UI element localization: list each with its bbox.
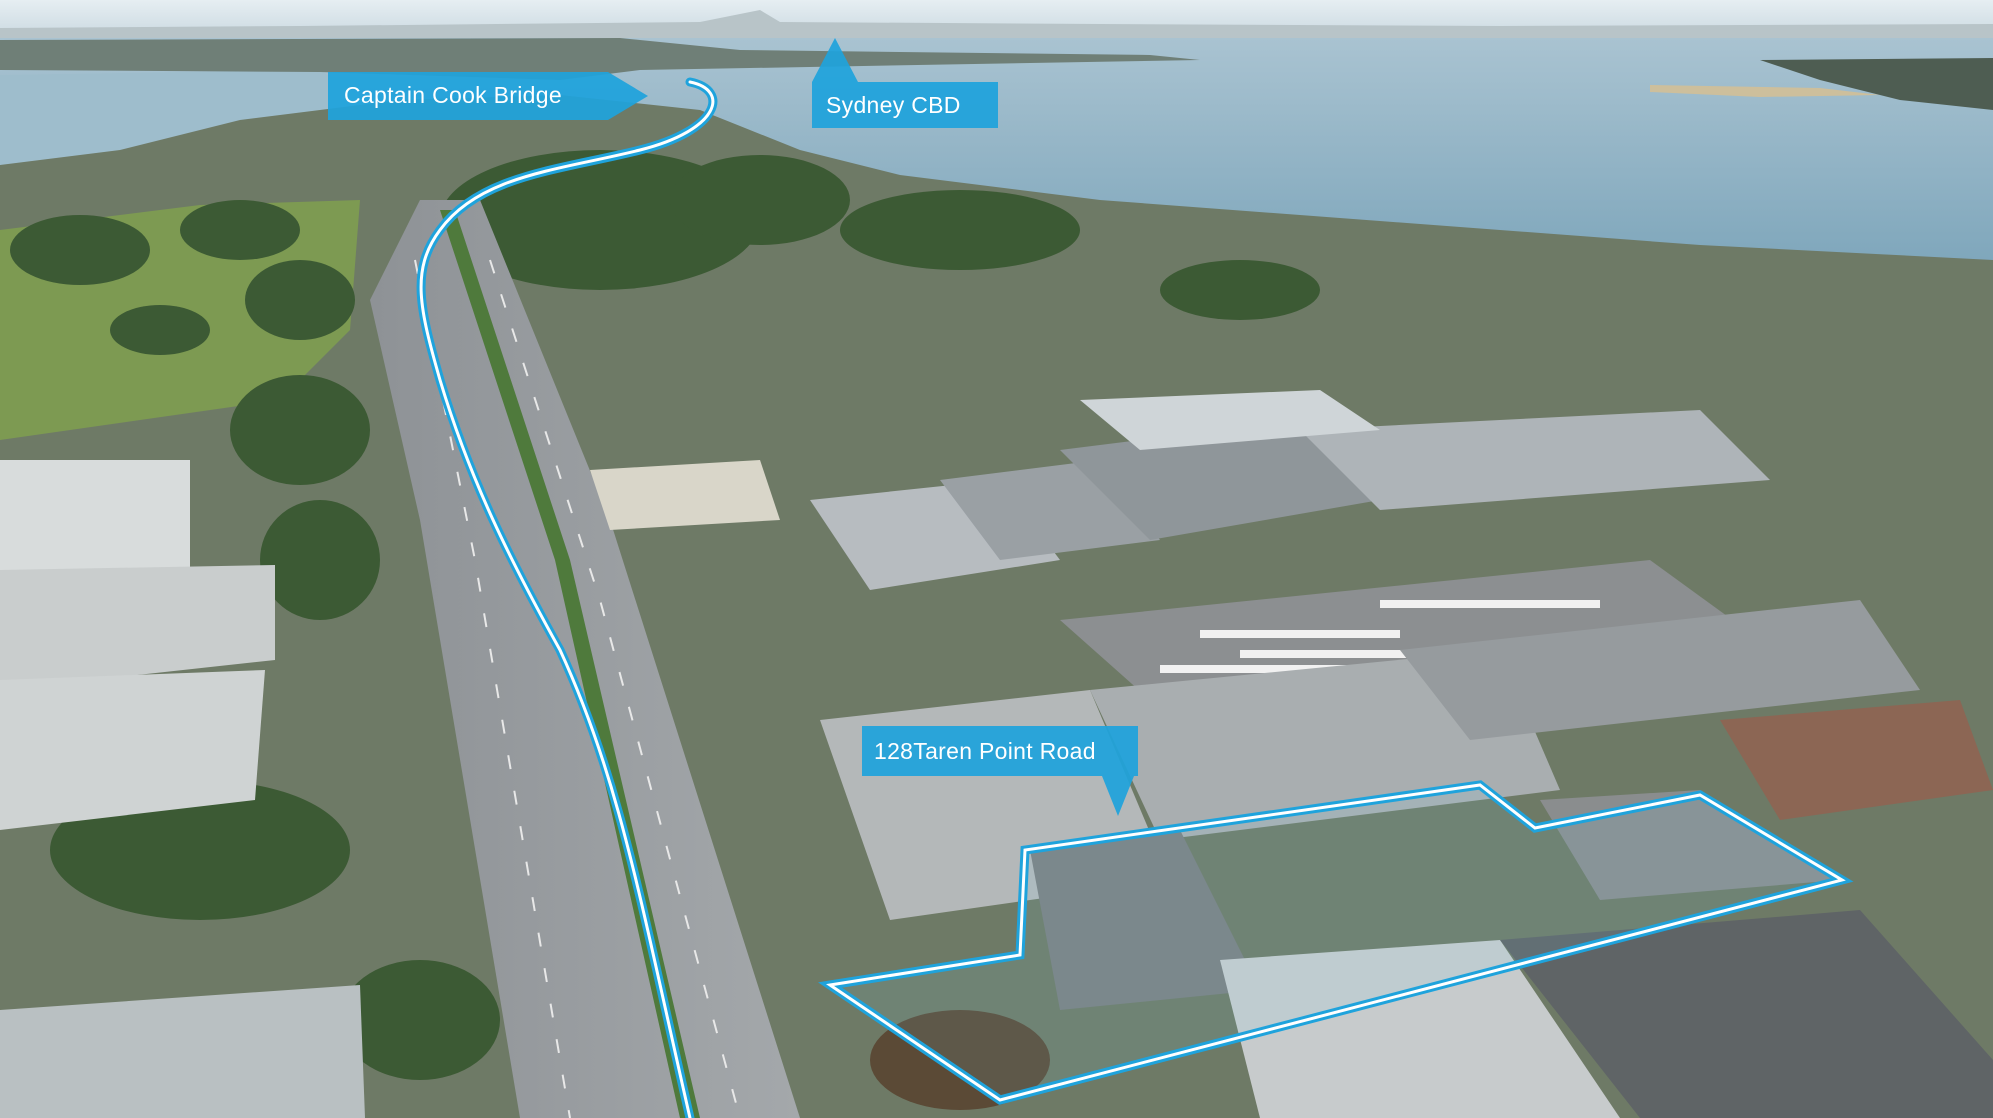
sydney-cbd-label: Sydney CBD	[826, 92, 961, 118]
property-building	[1030, 830, 1260, 1010]
far-shore	[0, 38, 1200, 80]
warehouse-left-lower	[0, 670, 265, 830]
right-sandbar	[1650, 85, 1880, 97]
property-address-label: 128Taren Point Road	[874, 738, 1096, 764]
address-label-box	[862, 726, 1138, 816]
shed-right-long	[1300, 410, 1770, 510]
warehouse-left-bottom	[0, 985, 365, 1118]
roof-shed-front	[590, 460, 780, 530]
route-line-inner	[419, 80, 715, 1118]
shed-bottom-right	[1500, 910, 1993, 1118]
rusty-roof	[1720, 700, 1993, 820]
bridge-label-box	[328, 72, 648, 120]
warehouse-left-middle	[0, 565, 275, 690]
lane-markings	[414, 259, 741, 1118]
river-water	[0, 70, 380, 175]
shed-front-right	[1400, 600, 1920, 740]
property-boundary-inner	[826, 783, 1846, 1102]
parked-cars	[1160, 600, 1600, 673]
warehouse-left-upper	[0, 460, 190, 600]
property-yard	[1540, 790, 1840, 900]
cbd-label-box	[812, 38, 998, 128]
right-shore-trees	[1760, 58, 1993, 110]
distant-skyline	[0, 10, 1993, 45]
shed-top-right	[1080, 390, 1380, 450]
captain-cook-bridge-label: Captain Cook Bridge	[344, 82, 562, 108]
shed-front-bottom	[1220, 940, 1620, 1118]
